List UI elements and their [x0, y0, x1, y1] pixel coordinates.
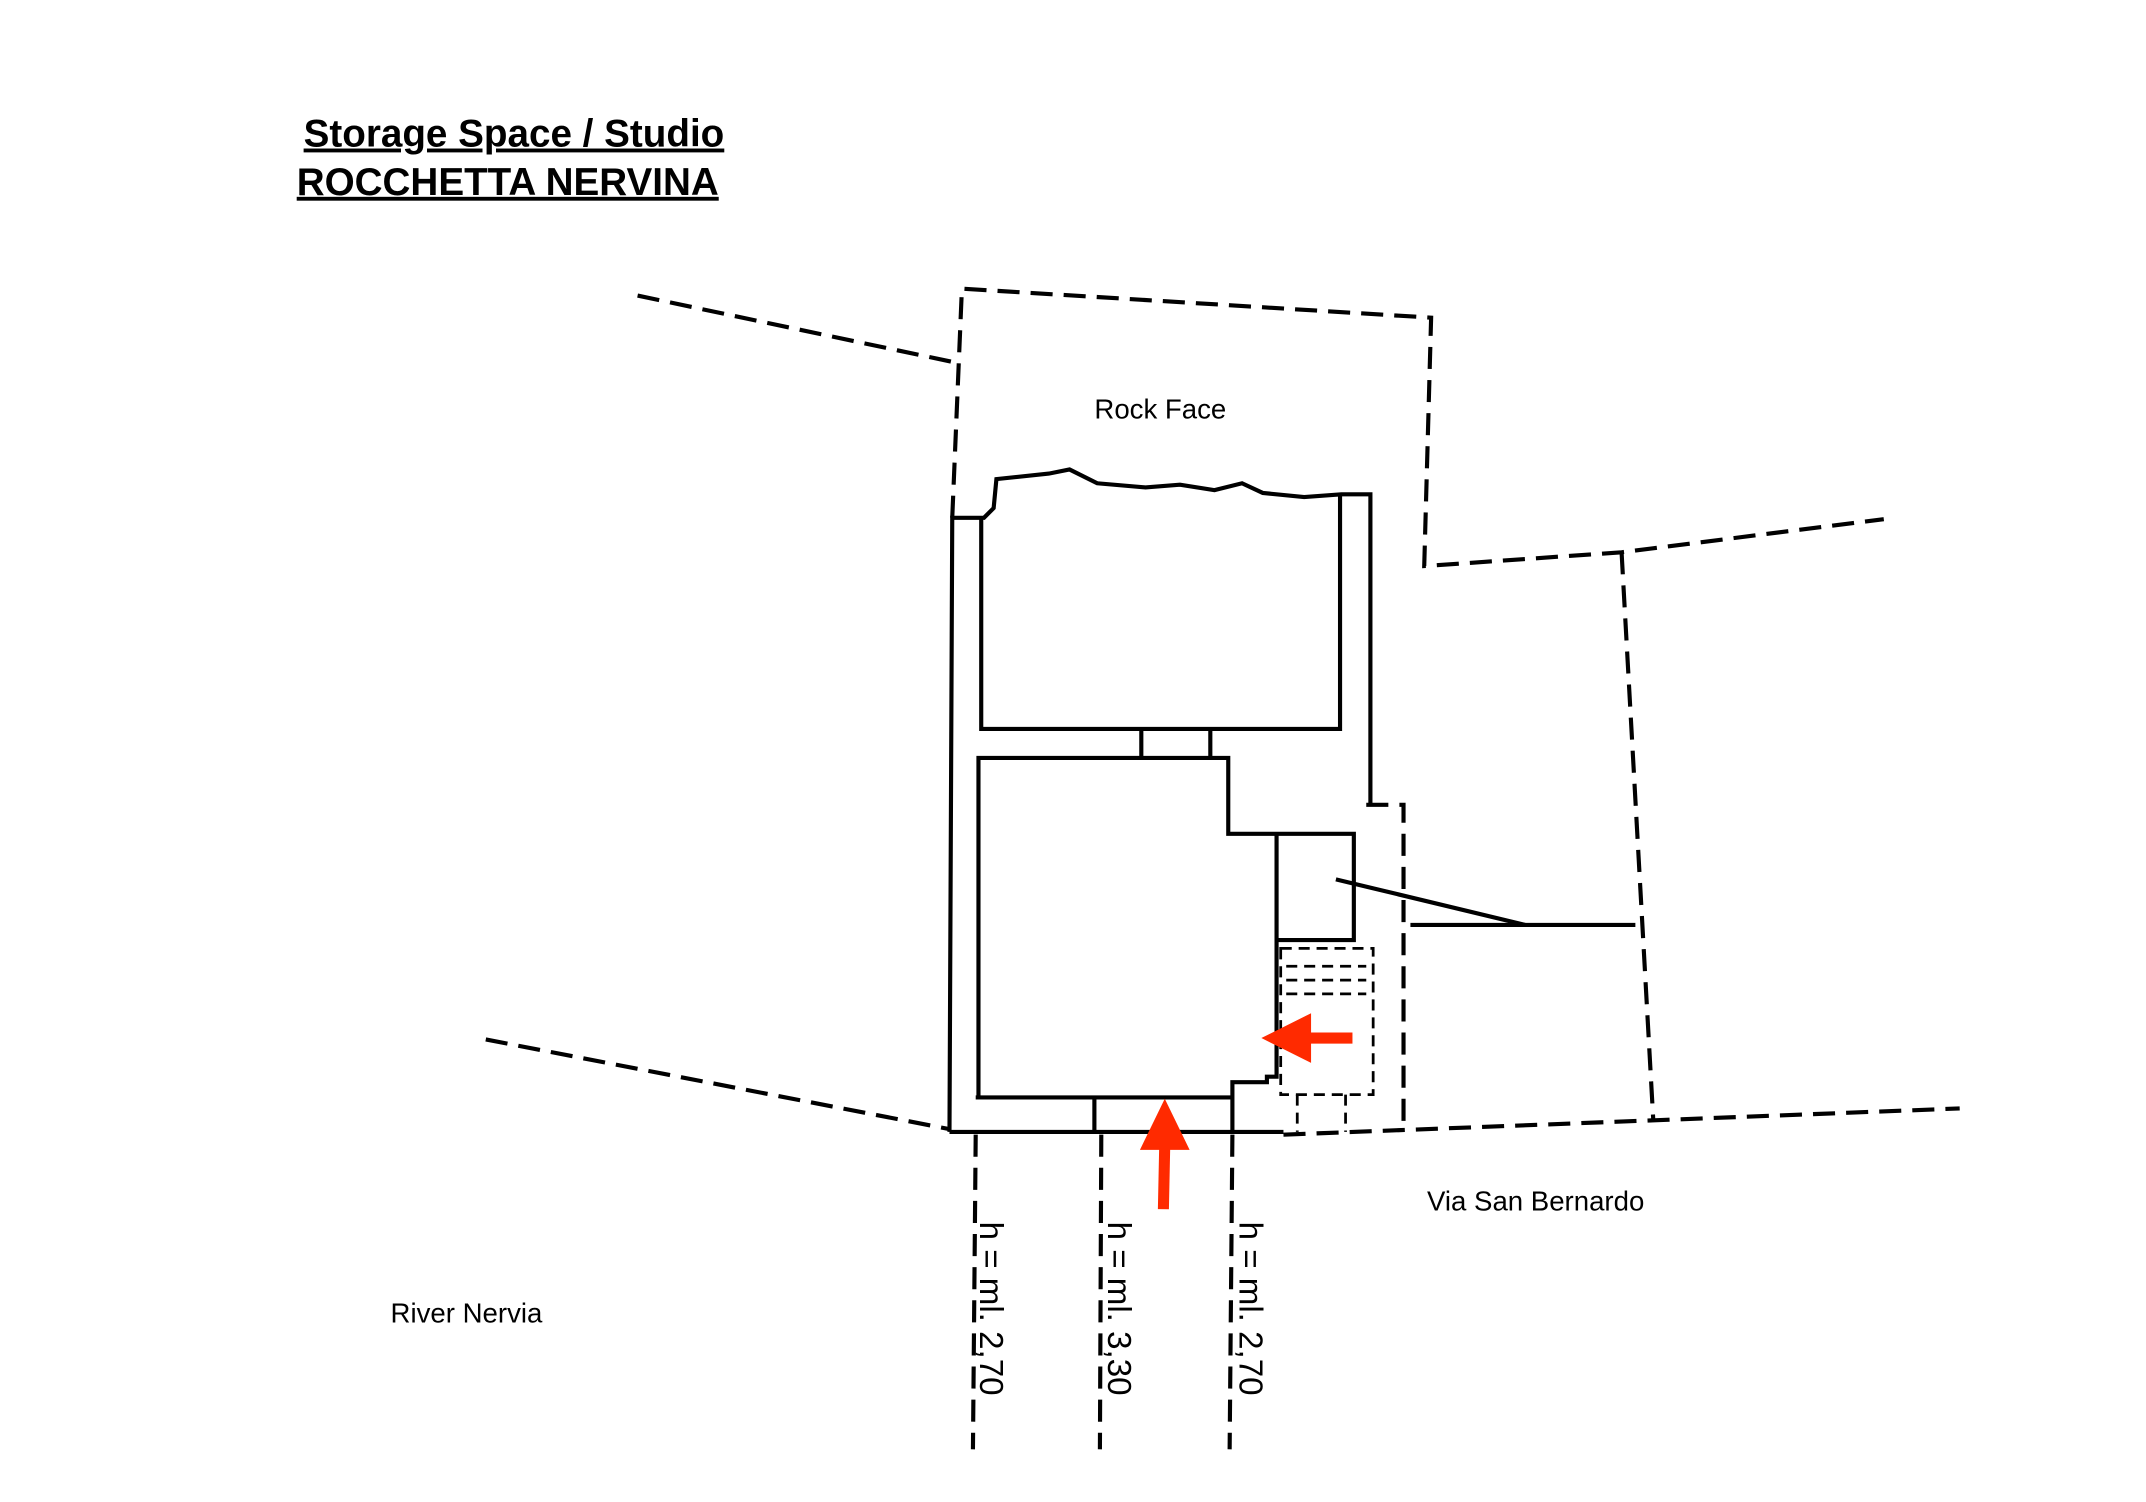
height-label-right: h = ml. 2,70	[1231, 1222, 1268, 1396]
entrance-arrow-up-icon	[1139, 1098, 1190, 1210]
property-boundaries	[485, 286, 1960, 1137]
height-label-left: h = ml. 2,70	[972, 1222, 1009, 1396]
title-line1: Storage Space / Studio	[304, 113, 725, 156]
height-lines	[970, 1134, 1235, 1450]
rock-face-label: Rock Face	[1094, 393, 1226, 424]
building-walls	[947, 467, 1636, 1134]
river-label: River Nervia	[391, 1297, 543, 1328]
entrance-arrow-left-icon	[1261, 1013, 1353, 1063]
stairs	[1279, 946, 1375, 1132]
street-label: Via San Bernardo	[1427, 1186, 1644, 1217]
title-line2: ROCCHETTA NERVINA	[297, 161, 719, 204]
height-label-center: h = ml. 3,30	[1100, 1222, 1137, 1396]
